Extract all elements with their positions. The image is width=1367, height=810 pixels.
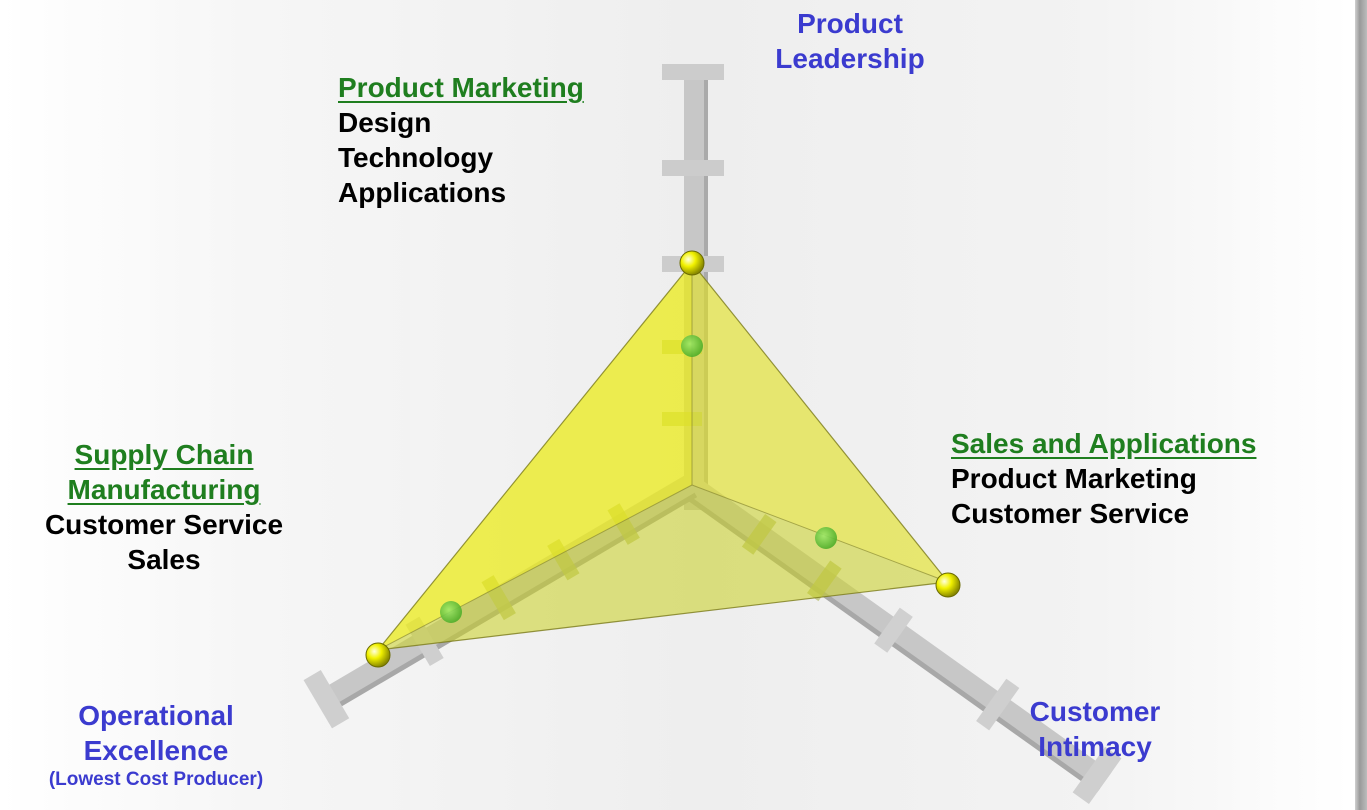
sales-applications-group: Sales and Applications Product Marketing… xyxy=(951,426,1256,531)
applications-item: Applications xyxy=(338,177,507,208)
customer-service-item: Customer Service xyxy=(44,509,284,540)
sales-item: Sales xyxy=(127,544,201,575)
product-marketing-item: Product Marketing xyxy=(951,463,1197,494)
lowest-cost-producer-label: (Lowest Cost Producer) xyxy=(48,769,264,790)
triangle-faces xyxy=(376,262,950,651)
customer-service-item: Customer Service xyxy=(951,498,1190,529)
manufacturing-heading: Manufacturing xyxy=(67,474,261,505)
operational-excellence-label: Operational Excellence (Lowest Cost Prod… xyxy=(0,698,312,792)
window-edge xyxy=(1355,0,1367,810)
technology-item: Technology xyxy=(338,142,494,173)
product-leadership-label: Product Leadership xyxy=(775,8,925,74)
sales-applications-heading: Sales and Applications xyxy=(951,428,1257,459)
product-marketing-heading: Product Marketing xyxy=(338,72,584,103)
customer-intimacy-label: Customer Intimacy xyxy=(1029,696,1161,762)
supply-chain-heading: Supply Chain xyxy=(74,439,254,470)
vertex-spheres xyxy=(365,250,961,668)
supply-chain-group: Supply Chain Manufacturing Customer Serv… xyxy=(8,437,320,577)
product-marketing-group: Product Marketing Design Technology Appl… xyxy=(338,70,584,210)
inner-markers xyxy=(440,335,837,623)
design-item: Design xyxy=(338,107,432,138)
